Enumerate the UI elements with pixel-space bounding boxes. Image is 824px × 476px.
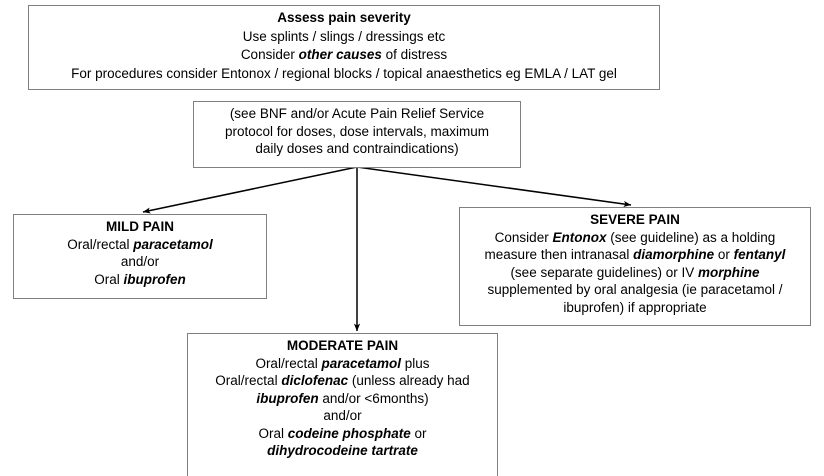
mild-pain-line-2: and/or (120, 254, 160, 269)
moderate-pain-line-1: Oral/rectal paracetamol plus (255, 355, 430, 371)
severe-pain-line-1: Consider Entonox (see guideline) as a ho… (494, 229, 776, 245)
severe-pain-header: SEVERE PAIN (590, 212, 680, 227)
assess-pain-line-3: For procedures consider Entonox / region… (71, 65, 617, 81)
moderate-pain-line-6: dihydrocodeine tartrate (267, 443, 418, 458)
bnf-line-2: protocol for doses, dose intervals, maxi… (224, 123, 490, 139)
mild-pain-line-1: Oral/rectal paracetamol (67, 236, 213, 252)
moderate-pain-box: MODERATE PAIN Oral/rectal paracetamol pl… (187, 333, 498, 476)
arrow-bnf-to-mild (142, 166, 358, 214)
moderate-pain-line-4: and/or (323, 408, 362, 423)
mild-pain-box: MILD PAIN Oral/rectal paracetamol and/or… (13, 214, 267, 299)
mild-pain-header: MILD PAIN (106, 219, 174, 234)
severe-pain-line-3: (see separate guidelines) or IV morphine (510, 264, 760, 280)
moderate-pain-header: MODERATE PAIN (286, 338, 399, 353)
bnf-line-1: (see BNF and/or Acute Pain Relief Servic… (229, 106, 485, 121)
assess-pain-header: Assess pain severity (277, 10, 411, 25)
moderate-pain-line-5: Oral codeine phosphate or (258, 425, 427, 441)
assess-pain-line-2: Consider other causes of distress (240, 47, 448, 62)
severe-pain-line-5: ibuprofen) if appropriate (563, 299, 707, 315)
bnf-reference-box: (see BNF and/or Acute Pain Relief Servic… (193, 101, 521, 168)
moderate-pain-line-2: Oral/rectal diclofenac (unless already h… (215, 373, 470, 388)
bnf-line-3: daily doses and contraindications) (255, 141, 459, 156)
assess-pain-line-1: Use splints / slings / dressings etc (242, 28, 446, 44)
severe-pain-line-4: supplemented by oral analgesia (ie parac… (487, 282, 783, 297)
arrow-bnf-to-severe (356, 166, 632, 208)
assess-pain-severity-box: Assess pain severity Use splints / sling… (28, 5, 660, 90)
mild-pain-line-3: Oral ibuprofen (94, 271, 186, 287)
moderate-pain-line-3: ibuprofen and/or <6months) (256, 390, 429, 406)
severe-pain-line-2: measure then intranasal diamorphine or f… (484, 247, 786, 262)
severe-pain-box: SEVERE PAIN Consider Entonox (see guidel… (459, 207, 811, 326)
